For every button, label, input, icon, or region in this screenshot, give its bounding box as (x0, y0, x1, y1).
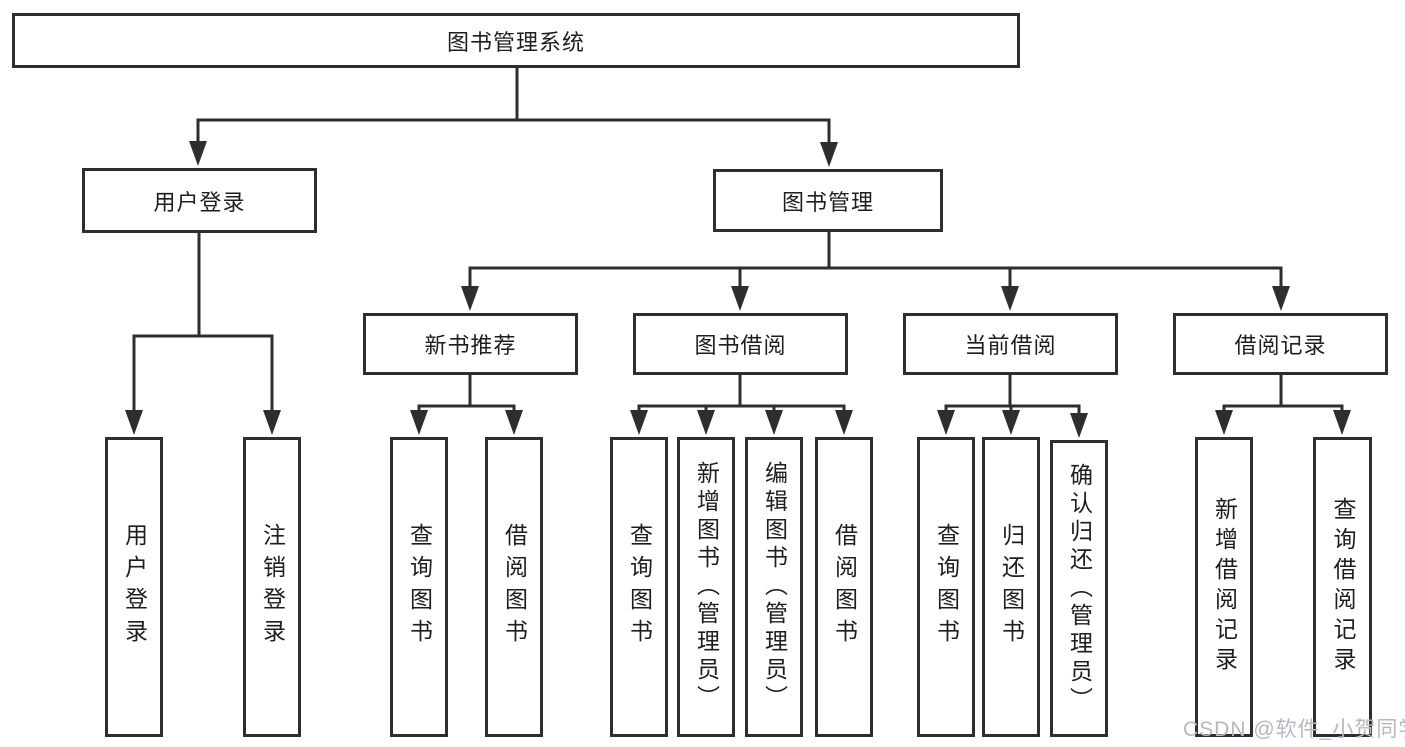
node-label: 当前借阅 (964, 333, 1057, 358)
node-library-management-system: 图书管理系统 (12, 13, 1020, 68)
leaf-borrow-books-borrowing: 借阅图书 (815, 437, 873, 737)
leaf-query-books-current: 查询图书 (917, 437, 975, 737)
leaf-label: 编辑图书（管理员） (761, 461, 788, 713)
leaf-label: 新增图书（管理员） (693, 461, 720, 713)
leaf-add-books-admin: 新增图书（管理员） (677, 437, 735, 737)
leaf-query-books-recommend: 查询图书 (390, 437, 448, 737)
leaf-label: 注销登录 (259, 523, 286, 651)
leaf-label: 查询图书 (933, 523, 960, 651)
leaf-return-books: 归还图书 (982, 437, 1040, 737)
node-label: 借阅记录 (1234, 333, 1327, 358)
leaf-label: 确认归还（管理员） (1066, 462, 1093, 715)
leaf-label: 新增借阅记录 (1211, 497, 1238, 677)
node-borrowing-records: 借阅记录 (1173, 313, 1388, 375)
node-label: 用户登录 (153, 189, 246, 215)
leaf-query-borrow-record: 查询借阅记录 (1313, 437, 1372, 737)
leaf-label: 用户登录 (121, 523, 148, 651)
leaf-edit-books-admin: 编辑图书（管理员） (745, 437, 803, 737)
leaf-label: 查询借阅记录 (1330, 497, 1356, 677)
node-user-login: 用户登录 (82, 168, 317, 233)
leaf-query-books-borrowing: 查询图书 (610, 437, 668, 737)
node-label: 图书借阅 (694, 333, 787, 358)
leaf-label: 查询图书 (406, 523, 433, 651)
node-book-borrowing: 图书借阅 (633, 313, 848, 375)
leaf-add-borrow-record: 新增借阅记录 (1195, 437, 1253, 737)
node-label: 新书推荐 (424, 333, 517, 358)
leaf-label: 归还图书 (998, 523, 1025, 651)
leaf-logout: 注销登录 (243, 437, 301, 737)
leaf-label: 借阅图书 (501, 523, 528, 651)
node-book-management: 图书管理 (713, 169, 943, 232)
watermark-text: CSDN @软件_小贺同学 (1183, 718, 1405, 741)
node-label: 图书管理 (781, 189, 874, 215)
leaf-label: 借阅图书 (831, 523, 858, 651)
node-current-borrowing: 当前借阅 (903, 313, 1118, 375)
node-new-book-recommendation: 新书推荐 (363, 313, 578, 375)
leaf-borrow-books-recommend: 借阅图书 (485, 437, 543, 737)
leaf-confirm-return-admin: 确认归还（管理员） (1050, 440, 1108, 737)
node-label: 图书管理系统 (446, 29, 585, 55)
leaf-label: 查询图书 (626, 523, 653, 651)
leaf-user-login: 用户登录 (105, 437, 163, 737)
